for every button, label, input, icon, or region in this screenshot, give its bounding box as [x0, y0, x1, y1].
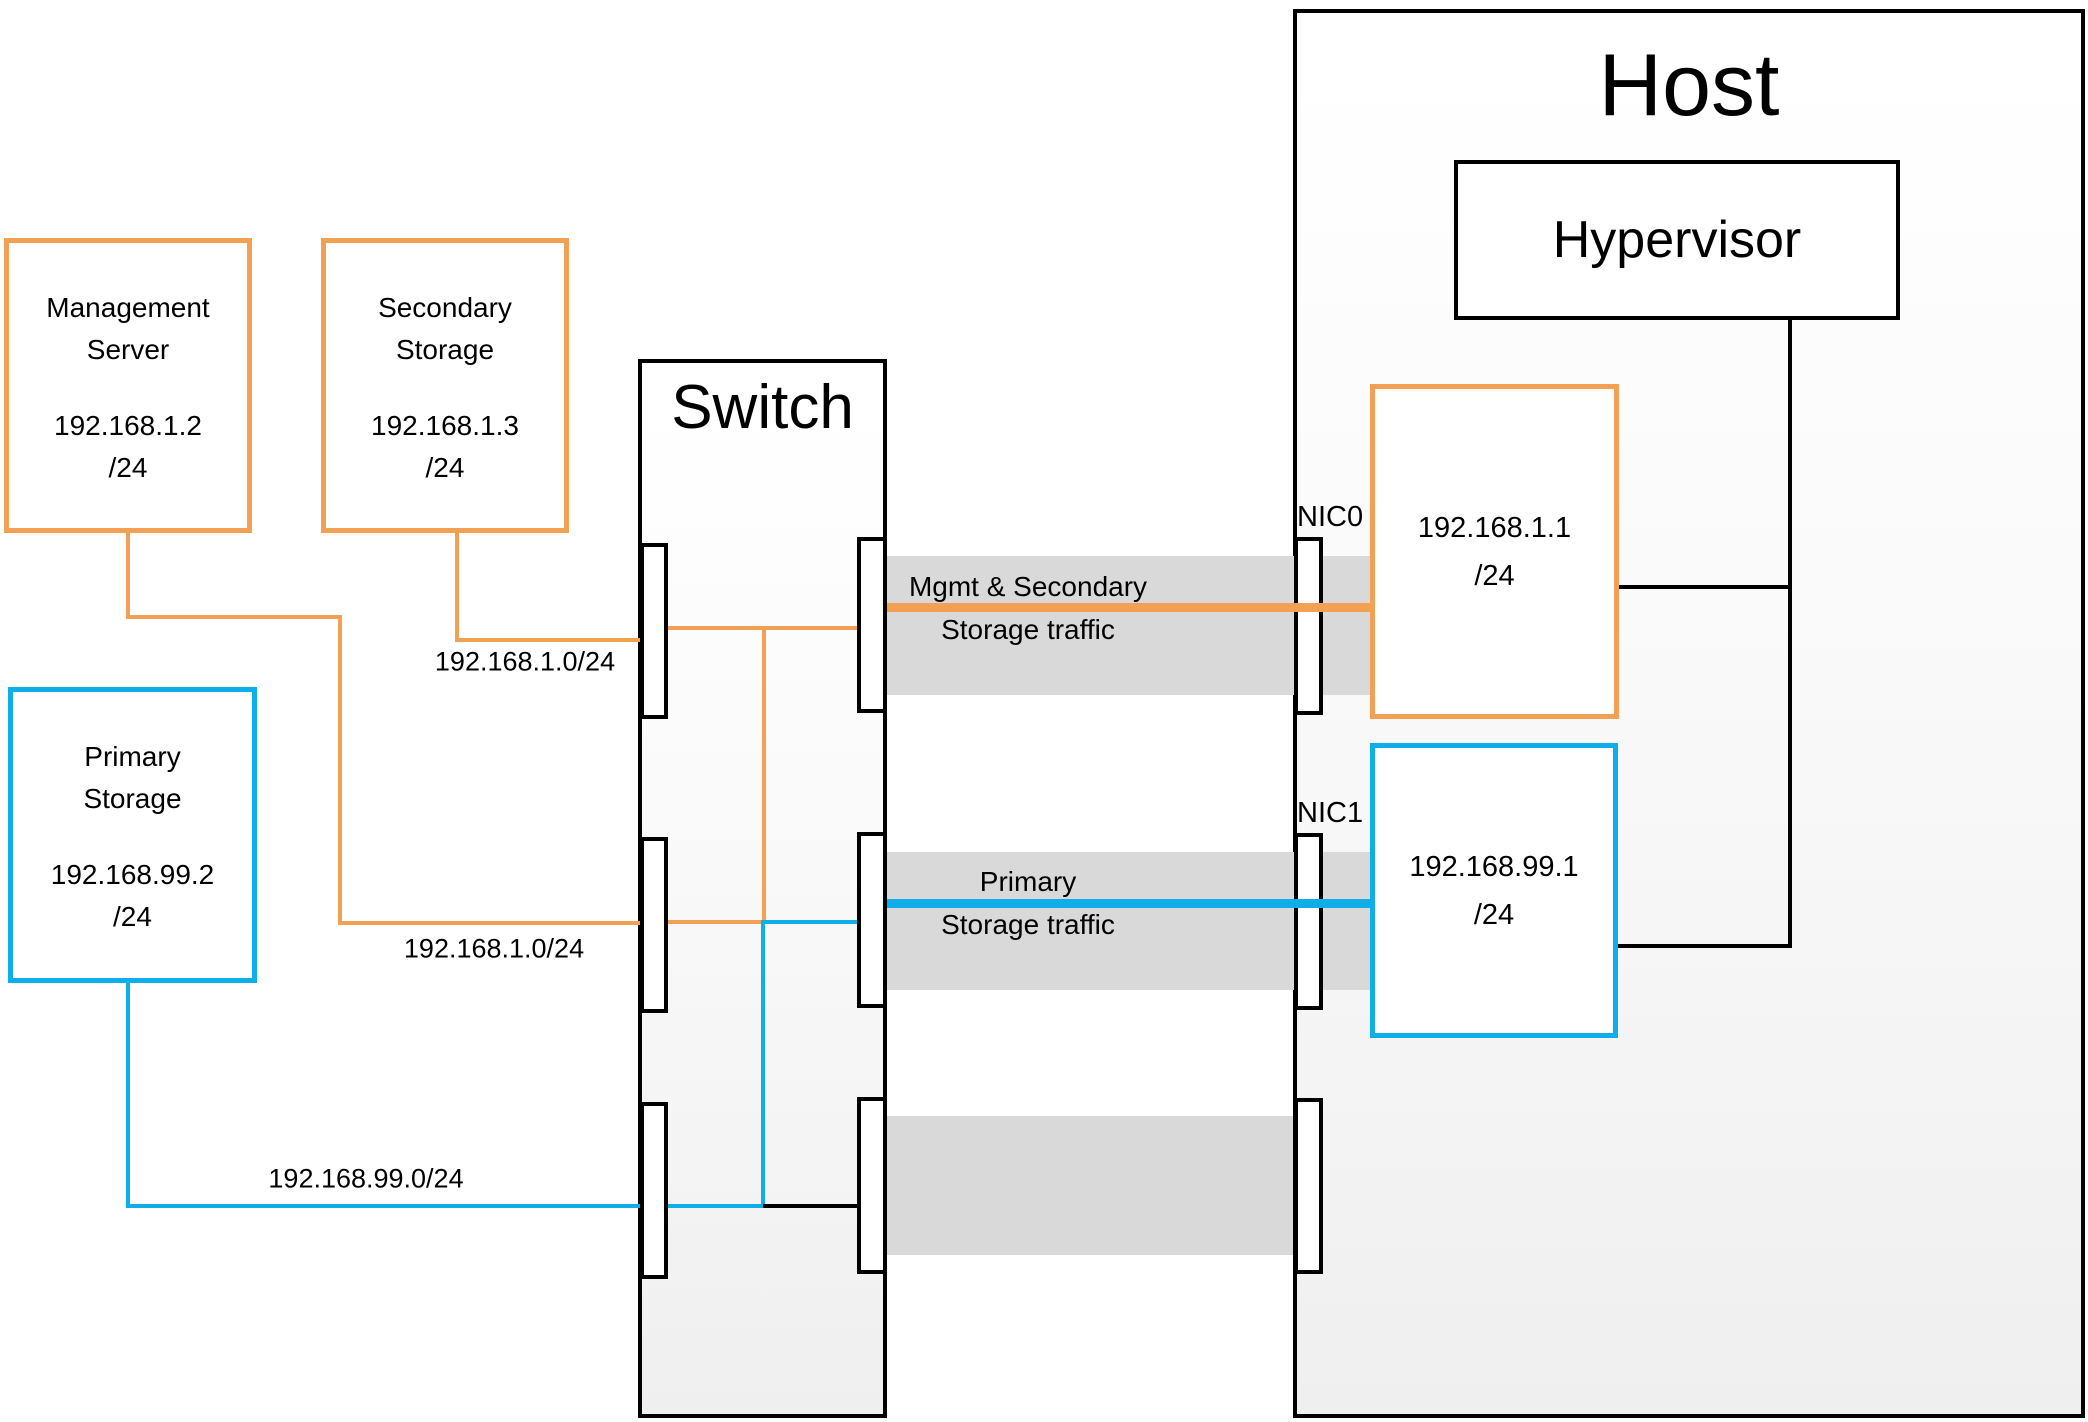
switch-port-right-1 — [857, 537, 887, 713]
management-link-label: 192.168.1.0/24 — [403, 933, 585, 964]
host-port-unused — [1294, 1098, 1323, 1274]
connector-mgmt-v1 — [126, 531, 130, 619]
primary-storage-label: Primary Storage — [83, 741, 182, 814]
hypervisor-label: Hypervisor — [1552, 211, 1802, 269]
switch-port-left-2 — [640, 837, 668, 1013]
connector-secondary-v — [455, 531, 459, 642]
secondary-link-label: 192.168.1.0/24 — [434, 646, 616, 677]
connector-mgmt-h2 — [338, 921, 654, 925]
host-port-nic1 — [1294, 833, 1323, 1010]
nic0-cidr: /24 — [1474, 559, 1515, 592]
connector-mgmt-v2 — [338, 615, 342, 925]
primary-traffic-line — [887, 899, 1370, 908]
management-server-box: Management Server 192.168.1.2 /24 — [4, 238, 252, 533]
management-server-label: Management Server — [46, 292, 210, 365]
connector-hypervisor-nic1 — [1616, 944, 1792, 948]
nic0-ip: 192.168.1.1 — [1417, 511, 1572, 544]
host-port-nic0 — [1294, 537, 1323, 715]
secondary-storage-ip: 192.168.1.3 — [371, 410, 519, 441]
switch-port-right-2 — [857, 832, 887, 1008]
switch-port-right-3 — [857, 1097, 887, 1274]
connector-mgmt-h1 — [126, 615, 342, 619]
secondary-storage-label: Secondary Storage — [378, 292, 512, 365]
connector-hypervisor-drop — [1788, 318, 1792, 948]
switch-row3-black — [763, 1204, 859, 1208]
switch-branch-blue — [761, 920, 765, 1208]
connector-hypervisor-nic0 — [1617, 585, 1792, 589]
switch-port-left-1 — [640, 543, 668, 719]
switch-title: Switch — [671, 373, 854, 442]
primary-storage-box: Primary Storage 192.168.99.2 /24 — [8, 687, 257, 983]
nic1-label: NIC1 — [1297, 797, 1364, 829]
nic1-cidr: /24 — [1473, 898, 1515, 931]
primary-traffic-label-line2: Storage traffic — [941, 909, 1115, 940]
nic1-ip: 192.168.99.1 — [1409, 850, 1579, 883]
nic1-box: 192.168.99.1 /24 — [1370, 743, 1618, 1038]
management-server-cidr: /24 — [108, 452, 148, 483]
band-unused — [887, 1116, 1293, 1255]
secondary-storage-cidr: /24 — [425, 452, 465, 483]
band-mgmt-traffic — [887, 556, 1370, 695]
mgmt-traffic-label-line2: Storage traffic — [941, 614, 1115, 645]
primary-storage-cidr: /24 — [113, 901, 152, 932]
hypervisor-box: Hypervisor — [1454, 160, 1900, 320]
switch-row2-orange — [665, 920, 766, 924]
switch-branch-orange — [762, 626, 766, 924]
mgmt-traffic-line — [887, 603, 1370, 612]
switch-port-left-3 — [640, 1102, 668, 1279]
switch-row3-blue — [666, 1204, 765, 1208]
secondary-storage-box: Secondary Storage 192.168.1.3 /24 — [321, 238, 569, 533]
primary-storage-ip: 192.168.99.2 — [50, 859, 215, 890]
primary-traffic-label-line1: Primary — [979, 866, 1077, 897]
management-server-ip: 192.168.1.2 — [54, 410, 202, 441]
switch-row2-blue — [764, 920, 860, 924]
primary-link-label: 192.168.99.0/24 — [268, 1163, 464, 1194]
connector-secondary-h — [455, 638, 654, 642]
mgmt-traffic-label-line1: Mgmt & Secondary — [908, 571, 1148, 602]
nic0-box: 192.168.1.1 /24 — [1370, 384, 1619, 719]
connector-primary-h — [126, 1204, 656, 1208]
band-primary-traffic — [887, 852, 1370, 990]
nic0-label: NIC0 — [1297, 501, 1364, 533]
host-title: Host — [1598, 35, 1780, 134]
connector-primary-v — [126, 981, 130, 1208]
